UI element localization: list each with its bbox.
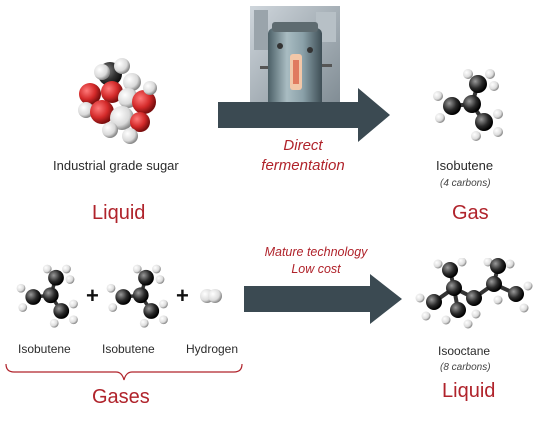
hydrogen-molecule-image [200, 289, 222, 303]
isobutene-label: Isobutene [436, 158, 494, 173]
sugar-label: Industrial grade sugar [53, 158, 179, 173]
isooctane-state-label: Liquid [442, 380, 496, 402]
isobutene-molecule-2-image [106, 264, 168, 328]
isobutene-carbons-label: (4 carbons) [440, 178, 491, 189]
gases-state-label: Gases [92, 386, 150, 408]
reactant-hydrogen-label: Hydrogen [186, 342, 239, 356]
plus-sign-2: + [176, 283, 189, 308]
fermenter-photo [250, 6, 340, 110]
alkylation-process-label: Mature technology Low cost [246, 244, 386, 278]
isobutene-molecule-image [433, 69, 503, 141]
alkylation-arrow [244, 274, 402, 324]
plus-sign-1: + [86, 283, 99, 308]
fermentation-process-label: Direct fermentation [238, 136, 368, 176]
fermentation-arrow [218, 88, 390, 142]
process-line-fermentation: fermentation [261, 157, 345, 174]
reactant-isobutene-1-label: Isobutene [18, 342, 71, 356]
process-line-mature: Mature technology [264, 245, 368, 259]
reactant-isobutene-2-label: Isobutene [102, 342, 155, 356]
process-line-direct: Direct [283, 137, 323, 154]
process-line-lowcost: Low cost [291, 262, 341, 276]
isooctane-molecule-image [415, 258, 533, 329]
isooctane-label: Isooctane [438, 344, 491, 358]
sugar-state-label: Liquid [92, 202, 146, 224]
isobutene-molecule-1-image [16, 264, 78, 328]
isooctane-carbons-label: (8 carbons) [440, 362, 491, 373]
sugar-molecule-image [78, 58, 157, 144]
isobutene-state-label: Gas [452, 202, 489, 224]
gases-bracket [5, 363, 243, 381]
